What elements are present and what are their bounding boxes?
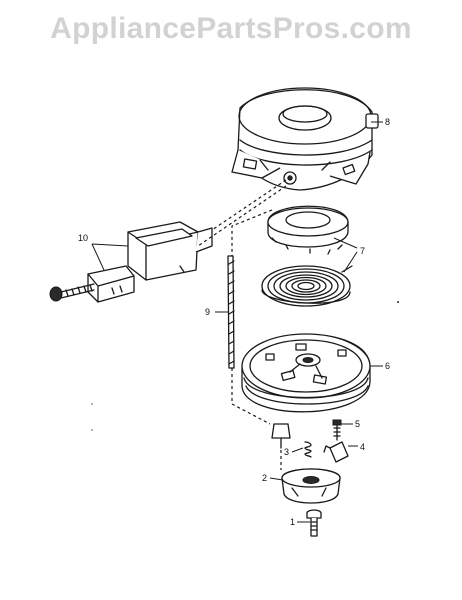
part-8-housing <box>231 87 379 191</box>
part-bearing-washer <box>271 423 291 449</box>
part-2-retainer-cup <box>281 468 341 504</box>
part-7-spring-cover <box>267 205 349 255</box>
part-10-starter-handle <box>127 221 213 281</box>
part-4-pawl <box>323 441 349 463</box>
part-10-handle-insert <box>87 265 135 303</box>
callout-6: 6 <box>385 361 390 371</box>
callout-9: 9 <box>205 307 210 317</box>
part-3-pawl-spring <box>304 441 312 458</box>
callout-labels: 8 7 9 6 5 4 3 2 1 10 <box>78 117 390 527</box>
part-7-recoil-spring <box>261 265 353 307</box>
watermark-logo: AppliancePartsPros.com <box>50 12 412 45</box>
part-6-pulley <box>241 333 371 413</box>
callout-8: 8 <box>385 117 390 127</box>
callout-10: 10 <box>78 233 88 243</box>
scan-specks <box>91 301 399 431</box>
callout-leader-lines <box>91 121 383 523</box>
callout-3: 3 <box>284 447 289 457</box>
part-1-center-screw <box>306 509 322 537</box>
callout-1: 1 <box>290 517 295 527</box>
part-5-retainer-screw <box>332 419 342 441</box>
part-10-handle-screw <box>49 283 95 302</box>
part-9-starter-rope <box>227 255 235 369</box>
assembly-guide-lines <box>197 179 287 470</box>
callout-4: 4 <box>360 442 365 452</box>
callout-2: 2 <box>262 473 267 483</box>
callout-5: 5 <box>355 419 360 429</box>
callout-7: 7 <box>360 246 365 256</box>
